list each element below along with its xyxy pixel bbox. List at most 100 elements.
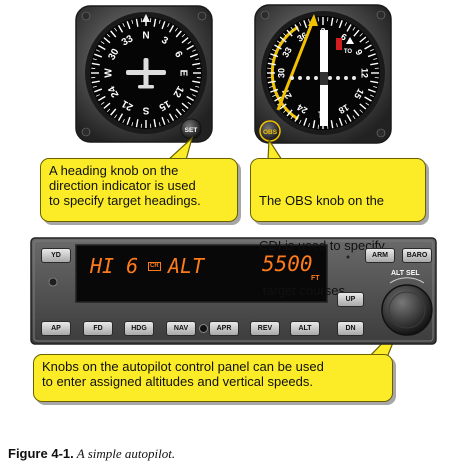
- dial-tick: [192, 49, 197, 52]
- dial-label: 6: [172, 49, 185, 60]
- dial-tick: [181, 37, 189, 44]
- dial-label: 12: [360, 68, 370, 78]
- dial-tick: [369, 48, 374, 52]
- autopilot-panel: [30, 237, 437, 345]
- dial-tick: [298, 119, 302, 124]
- apr-button[interactable]: APR: [209, 321, 239, 336]
- dial-tick: [100, 41, 105, 45]
- heading-set-knob[interactable]: SET: [180, 118, 202, 140]
- callout-line: to specify target headings.: [49, 193, 201, 208]
- nav-button[interactable]: NAV: [166, 321, 196, 336]
- figure-caption: Figure 4-1. A simple autopilot.: [8, 446, 175, 462]
- dial-tick: [153, 119, 157, 128]
- dial-tick: [344, 119, 348, 124]
- dial-tick: [167, 22, 170, 27]
- dial-tick: [161, 21, 166, 30]
- baro-button[interactable]: BARO: [402, 248, 432, 263]
- dial-tick: [286, 109, 293, 117]
- callout-line: Knobs on the autopilot control panel can…: [42, 359, 324, 374]
- dial-tick: [131, 19, 134, 24]
- rev-button[interactable]: REV: [250, 321, 280, 336]
- dial-tick: [110, 108, 117, 116]
- dial-tick: [175, 108, 182, 116]
- dial-label: 30: [106, 47, 121, 63]
- dial-tick: [181, 33, 186, 38]
- dial-tick: [122, 22, 125, 27]
- dial-tick: [353, 109, 360, 117]
- dial-tick: [153, 18, 157, 27]
- dial-tick: [276, 40, 281, 44]
- dial-tick: [187, 41, 192, 45]
- dial-tick: [174, 114, 178, 119]
- altitude-unit: FT: [311, 275, 320, 282]
- dial-tick: [373, 86, 378, 88]
- dial-tick: [330, 120, 334, 129]
- alt-mode-text: ALT: [168, 254, 205, 278]
- dial-tick: [131, 122, 134, 127]
- dial-tick: [283, 33, 287, 37]
- dial-tick: [186, 44, 194, 51]
- dial-tick: [330, 17, 334, 26]
- dial-tick: [359, 103, 367, 110]
- ap-button[interactable]: AP: [41, 321, 71, 336]
- dial-tick: [187, 101, 192, 105]
- dial-tick: [186, 95, 194, 102]
- airplane-icon: [126, 58, 166, 89]
- set-knob-label: SET: [185, 127, 198, 134]
- dial-tick: [373, 58, 378, 60]
- arm-button[interactable]: ARM: [365, 248, 395, 263]
- dial-tick: [308, 123, 310, 128]
- to-from-flag-icon: [336, 38, 342, 50]
- dial-label: 15: [352, 87, 366, 101]
- dial-tick: [117, 113, 124, 121]
- dial-tick: [279, 103, 287, 110]
- dial-tick: [110, 30, 117, 38]
- dial-label: 33: [280, 45, 294, 59]
- dial-tick: [336, 18, 338, 23]
- heading-knob-callout: A heading knob on the direction indicato…: [40, 158, 238, 222]
- up-button[interactable]: UP: [337, 292, 364, 307]
- dial-label: 21: [120, 97, 136, 112]
- dial-tick: [98, 44, 106, 51]
- dial-tick: [294, 114, 300, 122]
- dial-tick: [192, 80, 201, 84]
- mode-badge: CR: [148, 262, 161, 271]
- callout-line: The OBS knob on the: [259, 193, 385, 208]
- dial-tick: [272, 94, 277, 98]
- dial-label: E: [178, 70, 189, 77]
- to-flag-label: TO: [344, 49, 353, 55]
- dial-tick: [126, 116, 131, 125]
- dial-tick: [189, 53, 198, 58]
- dial-tick: [92, 85, 97, 88]
- indicator-light: [48, 277, 58, 287]
- dial-tick: [91, 62, 100, 66]
- dial-tick: [106, 33, 111, 38]
- dial-tick: [91, 80, 100, 84]
- dial-tick: [106, 108, 111, 113]
- alt-button[interactable]: ALT: [290, 321, 320, 336]
- callout-line: to enter assigned altitudes and vertical…: [42, 374, 314, 389]
- dial-tick: [303, 20, 308, 29]
- dial-tick: [272, 48, 277, 52]
- dial-tick: [308, 18, 310, 23]
- dial-tick: [346, 24, 352, 32]
- hdg-button[interactable]: HDG: [124, 321, 154, 336]
- dial-tick: [364, 44, 372, 50]
- callout-line: A heading knob on the: [49, 163, 179, 178]
- figure-label: Figure 4-1.: [8, 446, 74, 461]
- dial-tick: [95, 94, 100, 97]
- altitude-value: 5500: [262, 252, 313, 276]
- autopilot-knobs-callout: Knobs on the autopilot control panel can…: [33, 354, 393, 402]
- dial-tick: [189, 88, 198, 93]
- fd-button[interactable]: FD: [83, 321, 113, 336]
- dn-button[interactable]: DN: [337, 321, 364, 336]
- obs-knob[interactable]: OBS: [259, 120, 281, 142]
- dial-label: 33: [120, 33, 136, 48]
- dial-tick: [312, 120, 316, 129]
- knob-arc-icon: [389, 277, 425, 284]
- dial-tick: [352, 115, 356, 120]
- dial-tick: [114, 27, 118, 32]
- yd-button[interactable]: YD: [41, 248, 71, 263]
